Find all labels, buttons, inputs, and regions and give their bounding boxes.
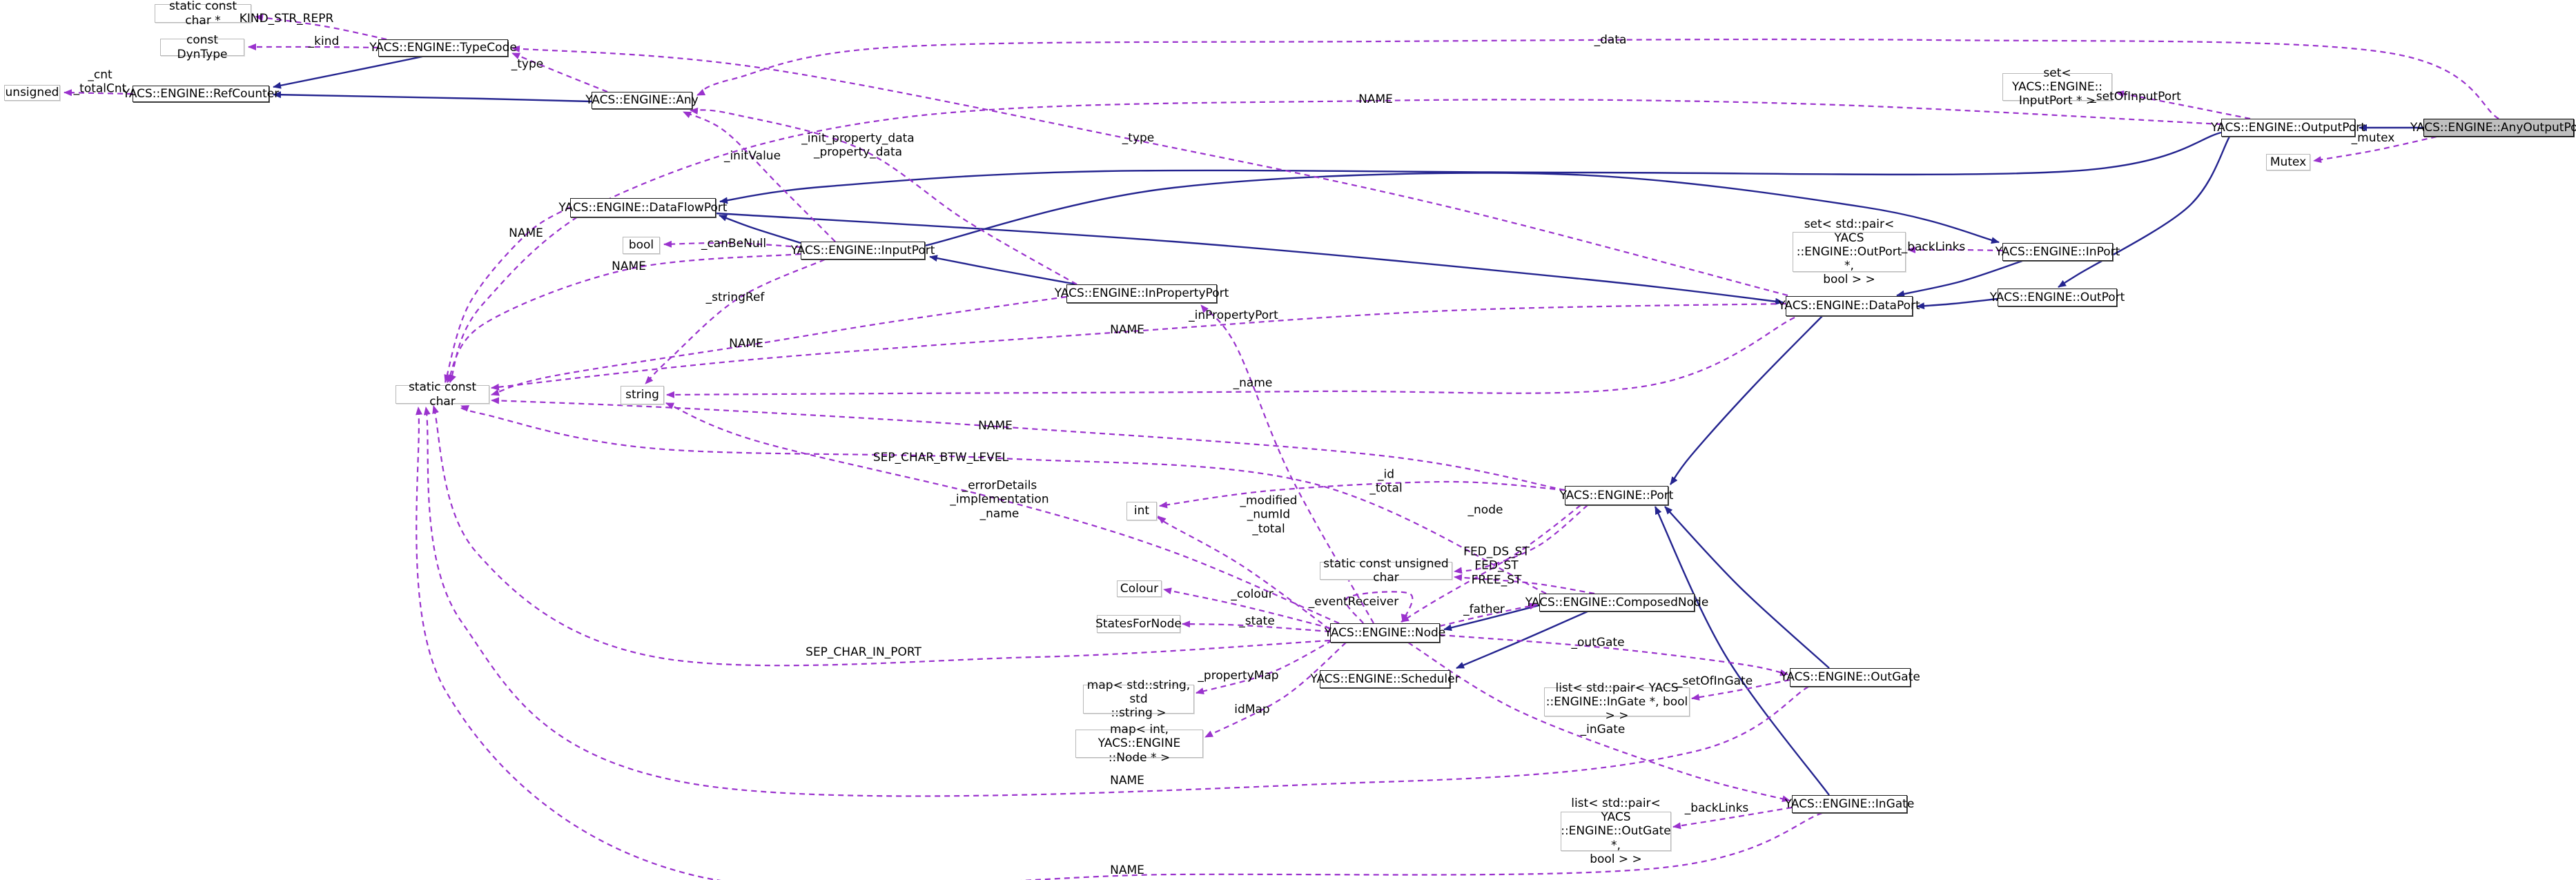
usage-edge-node-int [1157,516,1331,630]
usage-edge-inputport-any [683,110,836,242]
class-box-set-outport: set< std::pair< YACS ::ENGINE::OutPort *… [1793,217,1906,286]
usage-edge-node-ingate [1407,642,1790,803]
usage-edge-typecode-kindstr [255,14,387,41]
usage-edge-node-state [1182,620,1331,633]
usage-edge-node-composednode [1439,603,1538,627]
class-box-set-inputport: set< YACS::ENGINE:: InputPort * > [2002,66,2112,108]
class-box-mutex: Mutex [2266,154,2310,170]
class-box-list-ingate: list< std::pair< YACS ::ENGINE::InGate *… [1544,681,1690,723]
class-box-typecode[interactable]: YACS::ENGINE::TypeCode [369,39,517,57]
class-box-outputport[interactable]: YACS::ENGINE::OutputPort [2211,119,2365,137]
usage-edge-any-typecode [511,52,608,93]
usage-edge-inport-setoutport [1907,246,2003,253]
usage-edge-node-idmap [1204,642,1347,738]
inheritance-edge-composednode-scheduler [1456,610,1588,669]
class-box-inpropertyport[interactable]: YACS::ENGINE::InPropertyPort [1055,284,1229,303]
class-box-unsigned: unsigned [4,85,60,101]
usage-edge-dataport-string [666,316,1795,398]
inheritance-edge-ingate-port [1654,506,1830,796]
class-box-anyoutputport[interactable]: YACS::ENGINE::AnyOutputPort [2410,119,2576,137]
class-box-ingate[interactable]: YACS::ENGINE::InGate [1785,795,1914,813]
class-box-statesfornode: StatesForNode [1095,615,1182,633]
usage-edge-node-propertymap [1196,640,1333,694]
inheritance-edge-typecode-refcounter [273,55,423,89]
class-box-composednode[interactable]: YACS::ENGINE::ComposedNode [1525,594,1708,612]
usage-edge-dataport-typecode [511,45,1788,297]
usage-edge-port-scuc [1454,505,1588,574]
class-box-refcounter[interactable]: YACS::ENGINE::RefCounter [123,86,279,102]
inheritance-edge-any-refcounter [273,91,592,103]
class-box-bool: bool [623,237,660,254]
class-box-colour: Colour [1117,580,1162,597]
usage-edge-node-colour [1163,587,1331,629]
usage-edge-anyoutputport-mutex [2313,135,2437,164]
usage-edge-inputport-string [645,258,826,384]
inheritance-edge-dataflowport-dataport [715,212,1784,305]
inheritance-edge-outputport-dataflowport [719,131,2222,204]
usage-edge-anyoutputport-any [696,38,2499,119]
class-box-scheduler[interactable]: YACS::ENGINE::Scheduler [1310,670,1460,688]
usage-edge-node-eventreceiver [1345,591,1414,624]
usage-edge-refcounter-unsigned [64,89,133,97]
class-box-dataflowport[interactable]: YACS::ENGINE::DataFlowPort [558,198,728,217]
inheritance-edge-inport-dataport [1896,260,2023,297]
inheritance-edge-outgate-port [1664,506,1830,669]
usage-edge-inputport-bool [663,240,801,248]
class-box-outgate[interactable]: YACS::ENGINE::OutGate [1780,668,1920,687]
class-box-dataport[interactable]: YACS::ENGINE::DataPort [1778,296,1920,316]
usage-edge-outputport-setinputport [2116,90,2251,120]
usage-edge-node-sepinport [432,405,1331,667]
class-box-outport[interactable]: YACS::ENGINE::OutPort [1990,289,2125,306]
class-box-const-dyntype: const DynType [160,33,244,61]
inheritance-edge-outport-dataport [1916,297,1998,310]
class-box-inport[interactable]: YACS::ENGINE::InPort [1996,243,2120,261]
usage-edge-ingate-listoutgate [1672,806,1793,830]
inheritance-edge-composednode-node [1443,604,1540,632]
usage-edge-node-string [665,402,1340,625]
class-box-static-const-char: static const char [396,380,489,409]
class-box-static-const-uchar: static const unsigned char [1320,557,1452,585]
usage-edge-inpropertyport-any [690,107,1077,285]
usage-edge-port-int [1159,480,1565,509]
usage-edge-inpropertyport-name [491,295,1067,396]
class-box-static-const-char-ptr: static const char * [155,0,251,28]
usage-edge-outgate-name [423,407,1809,797]
usage-edge-outgate-listingate [1691,678,1790,701]
usage-edge-port-name [491,397,1565,491]
class-box-port[interactable]: YACS::ENGINE::Port [1560,486,1673,505]
usage-edge-composednode-scuc [1454,574,1595,595]
class-box-node[interactable]: YACS::ENGINE::Node [1325,623,1445,643]
usage-edge-typecode-dyntype [248,43,379,50]
inheritance-edge-dataport-port [1670,315,1823,485]
class-box-list-outgate: list< std::pair< YACS ::ENGINE::OutGate … [1561,796,1671,866]
usage-edge-port-node [1401,505,1581,623]
usage-edge-node-outgate [1439,634,1788,676]
usage-edge-dataport-name [491,302,1786,391]
usage-edge-dataflowport-name [444,206,571,383]
inheritance-edge-inputport-dataflowport [719,214,801,244]
class-box-string: string [621,386,664,404]
inheritance-edge-outputport-outport [2058,136,2231,289]
class-box-any[interactable]: YACS::ENGINE::Any [585,92,699,109]
usage-edge-inputport-name [447,253,801,383]
class-box-int: int [1126,502,1157,520]
class-box-map-int-node: map< int, YACS::ENGINE ::Node * > [1075,723,1203,765]
usage-edge-ingate-name [416,407,1823,880]
class-box-map-string-string: map< std::string, std ::string > [1083,678,1194,720]
inheritance-edge-inpropertyport-inputport [929,255,1077,286]
inheritance-edge-inputport-inport [924,172,2000,247]
class-box-inputport[interactable]: YACS::ENGINE::InputPort [791,242,935,260]
usage-edge-outputport-name [449,99,2222,383]
